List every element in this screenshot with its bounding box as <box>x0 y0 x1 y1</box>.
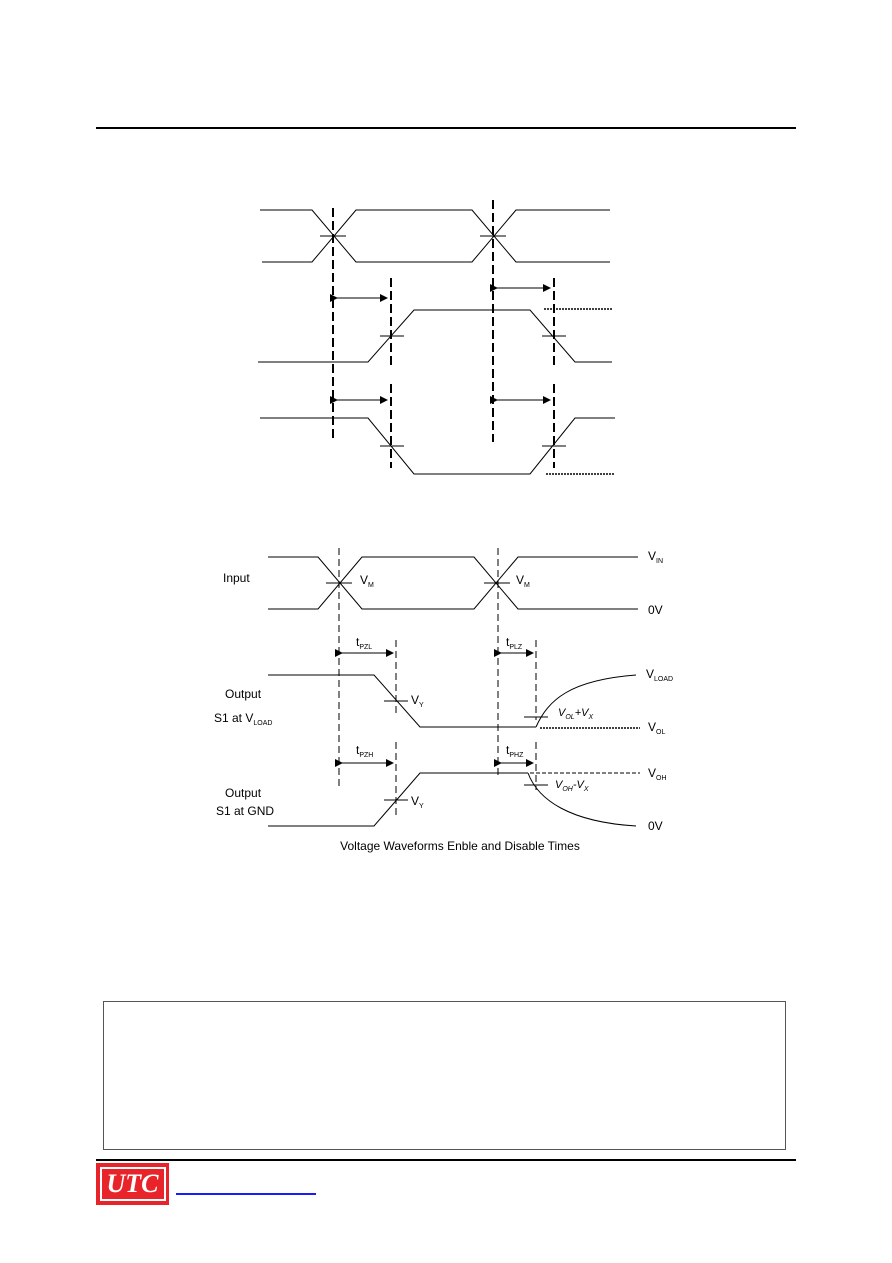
voh-minus-vx-label: VOH-VX <box>555 779 589 793</box>
vin-level-label: VIN <box>648 549 663 565</box>
vol-level-label: VOL <box>648 720 665 736</box>
top-waveform-diagram <box>258 200 615 475</box>
tplz-label: tPLZ <box>506 635 523 651</box>
zero-level-top-label: 0V <box>648 603 663 617</box>
footer-rule <box>96 1159 796 1161</box>
tpzl-label: tPZL <box>356 635 372 651</box>
top-output1-trace <box>258 309 612 363</box>
top-input-high-trace <box>260 209 610 263</box>
website-link-underline[interactable] <box>176 1193 316 1195</box>
waveform-diagrams: Input Output S1 at VLOAD Output S1 at GN… <box>214 200 673 853</box>
vload-level-label: VLOAD <box>646 667 673 683</box>
vy-label-1: VY <box>411 693 424 709</box>
tpzh-label: tPZH <box>356 743 373 759</box>
output2-label-line2: S1 at GND <box>216 804 274 818</box>
utc-logo: UTC <box>96 1163 169 1205</box>
output1-vload-curve <box>535 674 637 728</box>
top-input-low-trace <box>262 209 610 263</box>
vol-plus-vx-label: VOL+VX <box>558 707 593 721</box>
zero-level-bottom-label: 0V <box>648 819 663 833</box>
top-output2-trace <box>260 417 615 475</box>
vm-label-1: VM <box>360 573 374 589</box>
input-low-trace <box>268 556 638 610</box>
output2-zero-curve <box>527 772 637 827</box>
input-high-trace <box>268 556 638 610</box>
output1-label-line1: Output <box>225 687 262 701</box>
header-rule <box>96 127 796 129</box>
output1-label-line2: S1 at VLOAD <box>214 711 272 727</box>
vy-label-2: VY <box>411 794 424 810</box>
input-label: Input <box>223 571 250 585</box>
tphz-label: tPHZ <box>506 743 524 759</box>
vm-label-2: VM <box>516 573 530 589</box>
output2-label-line1: Output <box>225 786 262 800</box>
bottom-waveform-diagram: Input Output S1 at VLOAD Output S1 at GN… <box>214 548 673 853</box>
voh-level-label: VOH <box>648 766 667 782</box>
notice-box <box>103 1001 786 1150</box>
utc-logo-text: UTC <box>99 1167 166 1201</box>
diagram-caption: Voltage Waveforms Enble and Disable Time… <box>340 839 580 853</box>
